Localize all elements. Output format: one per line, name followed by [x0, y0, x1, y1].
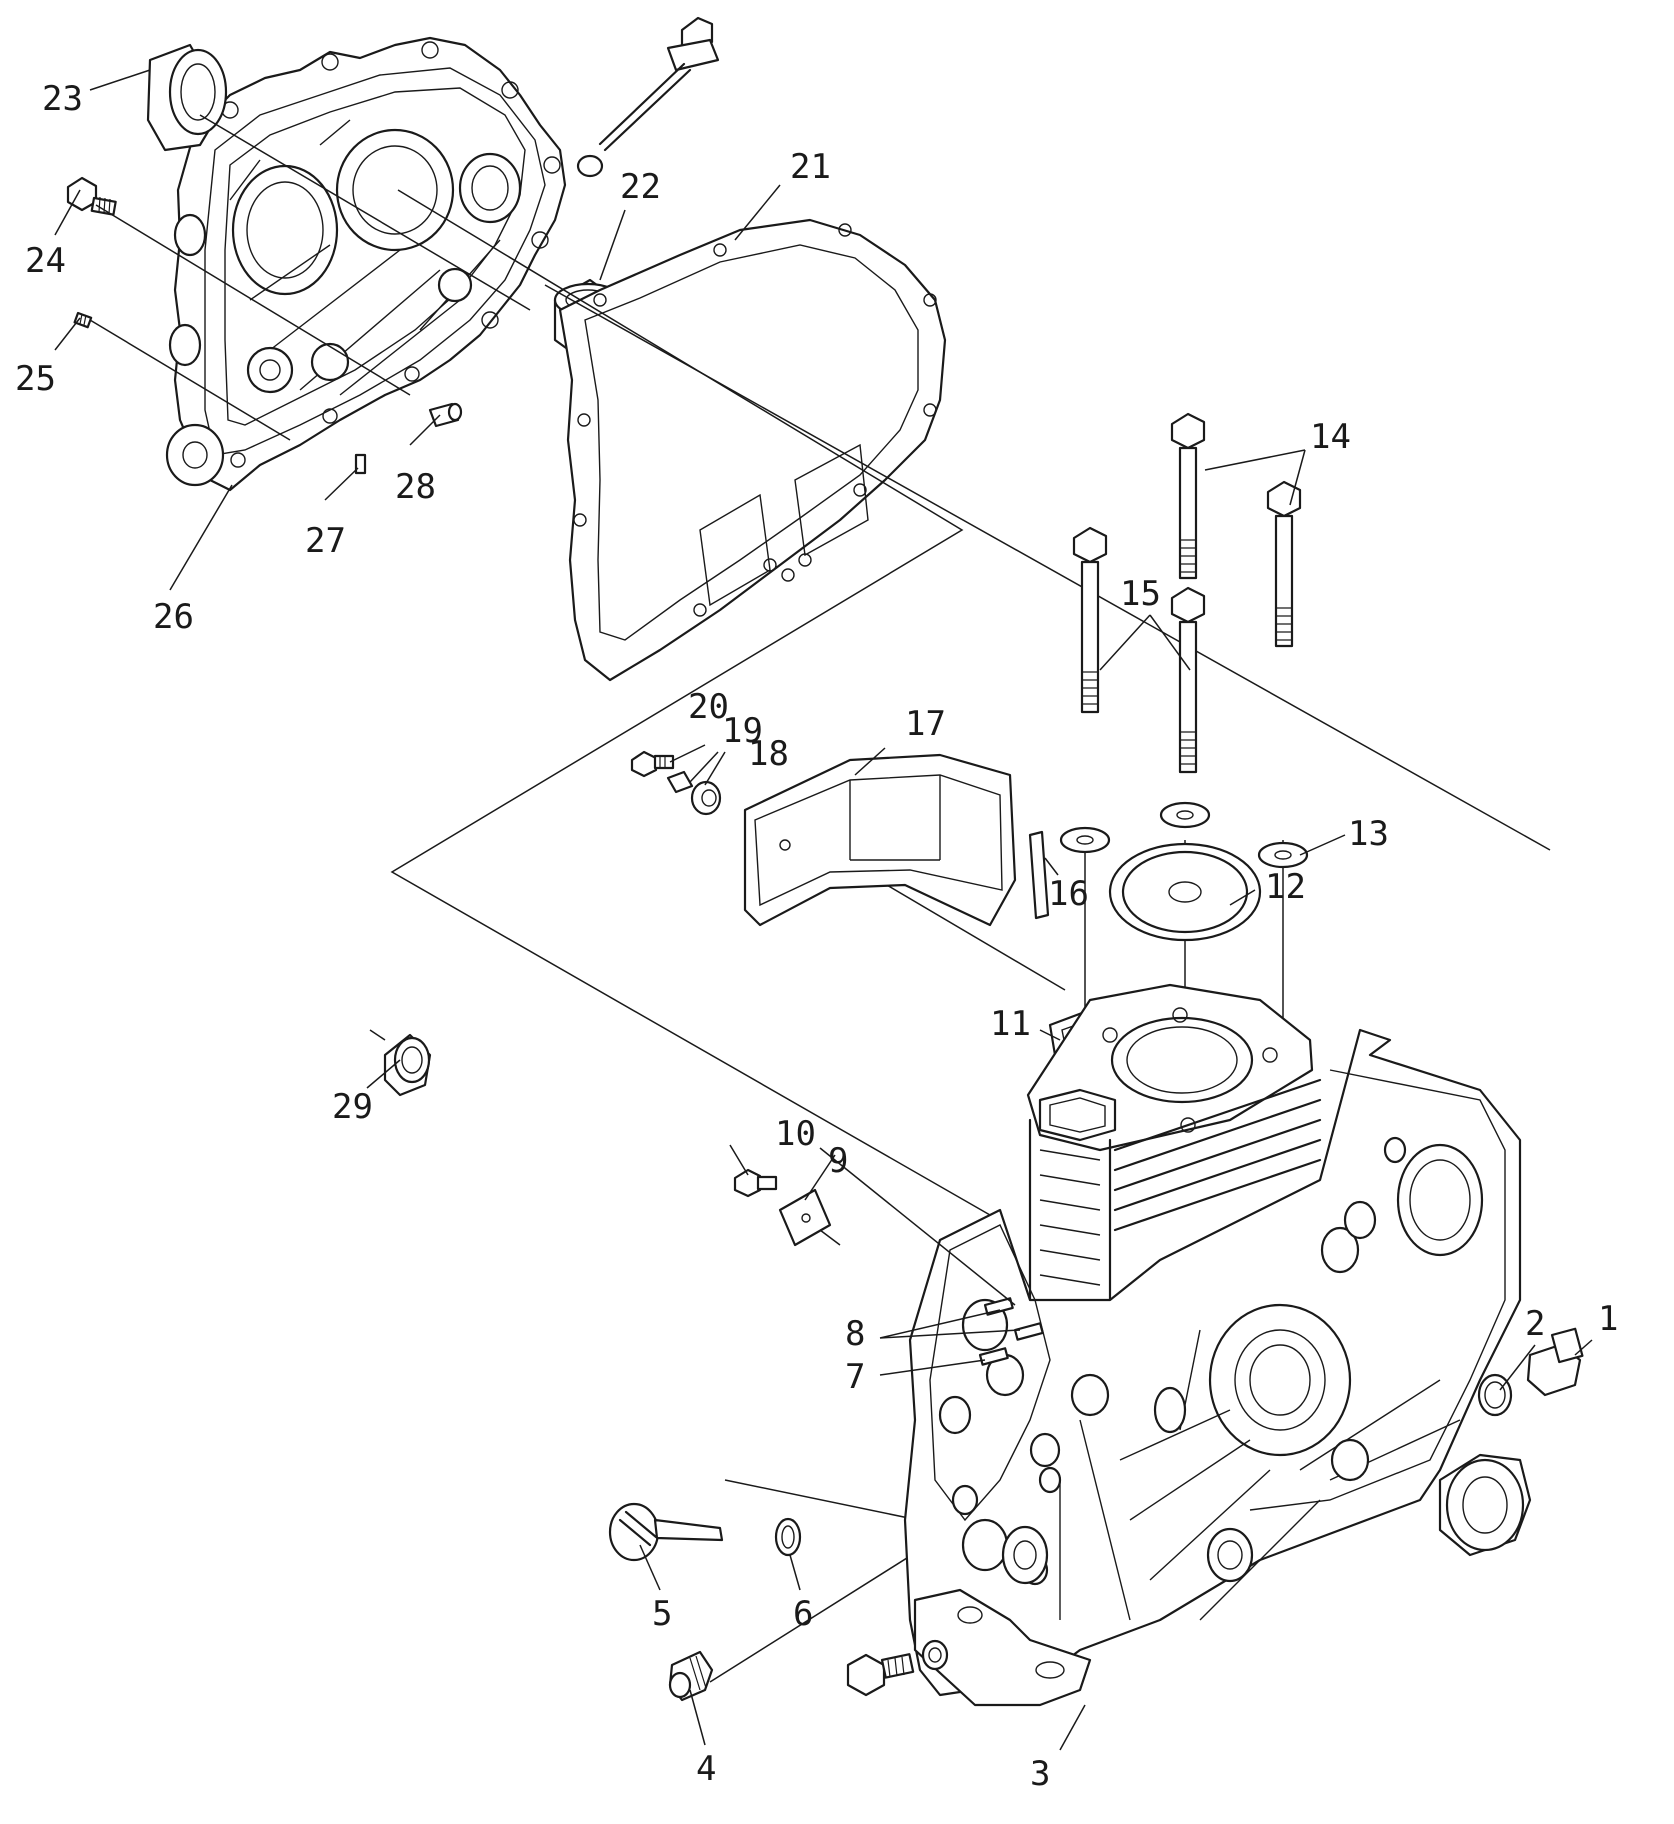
callout-20: 20: [688, 687, 729, 727]
head-bolt-15-b: [1170, 586, 1206, 774]
callout-27: 27: [305, 521, 346, 561]
dipstick-5: [608, 1502, 724, 1562]
oil-seal-right: [1438, 1453, 1532, 1557]
callout-25: 25: [15, 359, 56, 399]
head-bolt-15-a: [1072, 526, 1108, 714]
callout-12: 12: [1265, 867, 1306, 907]
callout-4: 4: [696, 1749, 716, 1789]
shroud-17: [743, 753, 1017, 927]
callout-19: 19: [722, 711, 763, 751]
crankcase-block: [903, 983, 1522, 1707]
dowel-28: [428, 402, 463, 428]
callout-leaders: [54, 69, 1593, 1751]
callout-labels: 1 2 3 4 5 6 7 8 9 10 11 12 13 14 15 16 1…: [15, 79, 1618, 1794]
callout-5: 5: [652, 1594, 672, 1634]
callout-6: 6: [793, 1594, 813, 1634]
pin-27: [354, 453, 367, 475]
plug-4: [668, 1650, 714, 1702]
plate-9: [778, 1188, 841, 1247]
callout-11: 11: [990, 1004, 1031, 1044]
washer-13-c: [1257, 841, 1309, 869]
washer-13-b: [1159, 801, 1211, 829]
callout-28: 28: [395, 467, 436, 507]
head-bolt-14-b: [1266, 480, 1302, 648]
callout-14: 14: [1310, 417, 1351, 457]
callout-3: 3: [1030, 1754, 1050, 1794]
callout-17: 17: [905, 704, 946, 744]
washer-13-a: [1059, 826, 1111, 854]
callout-10: 10: [775, 1114, 816, 1154]
callout-7: 7: [845, 1357, 865, 1397]
crankcase-cover: [165, 36, 567, 492]
screw-20: [630, 750, 675, 778]
callout-29: 29: [332, 1087, 373, 1127]
gasket-21: [558, 218, 947, 682]
callout-1: 1: [1598, 1299, 1618, 1339]
o-ring-6: [774, 1517, 802, 1557]
bearing-29: [369, 1029, 432, 1097]
screw-10: [733, 1168, 778, 1198]
callout-9: 9: [828, 1141, 848, 1181]
callout-23: 23: [42, 79, 83, 119]
drain-bolt: [846, 1639, 949, 1697]
callout-26: 26: [153, 597, 194, 637]
head-bolt-14-a: [1170, 412, 1206, 580]
callout-22: 22: [620, 167, 661, 207]
oil-seal-23: [146, 43, 228, 152]
callout-8: 8: [845, 1314, 865, 1354]
bolt-24: [66, 176, 117, 216]
callout-21: 21: [790, 147, 831, 187]
callout-24: 24: [25, 241, 66, 281]
spacer-19: [666, 770, 694, 794]
callout-2: 2: [1525, 1304, 1545, 1344]
callout-15: 15: [1120, 574, 1161, 614]
grommet-18: [690, 780, 722, 816]
gasket-12: [1108, 842, 1262, 942]
plate-16: [1028, 830, 1050, 920]
callout-18: 18: [748, 734, 789, 774]
callout-16: 16: [1048, 874, 1089, 914]
callout-13: 13: [1348, 814, 1389, 854]
dipstick-upper: [576, 16, 720, 178]
screw-25: [73, 311, 93, 329]
plug-1: [1526, 1327, 1584, 1397]
